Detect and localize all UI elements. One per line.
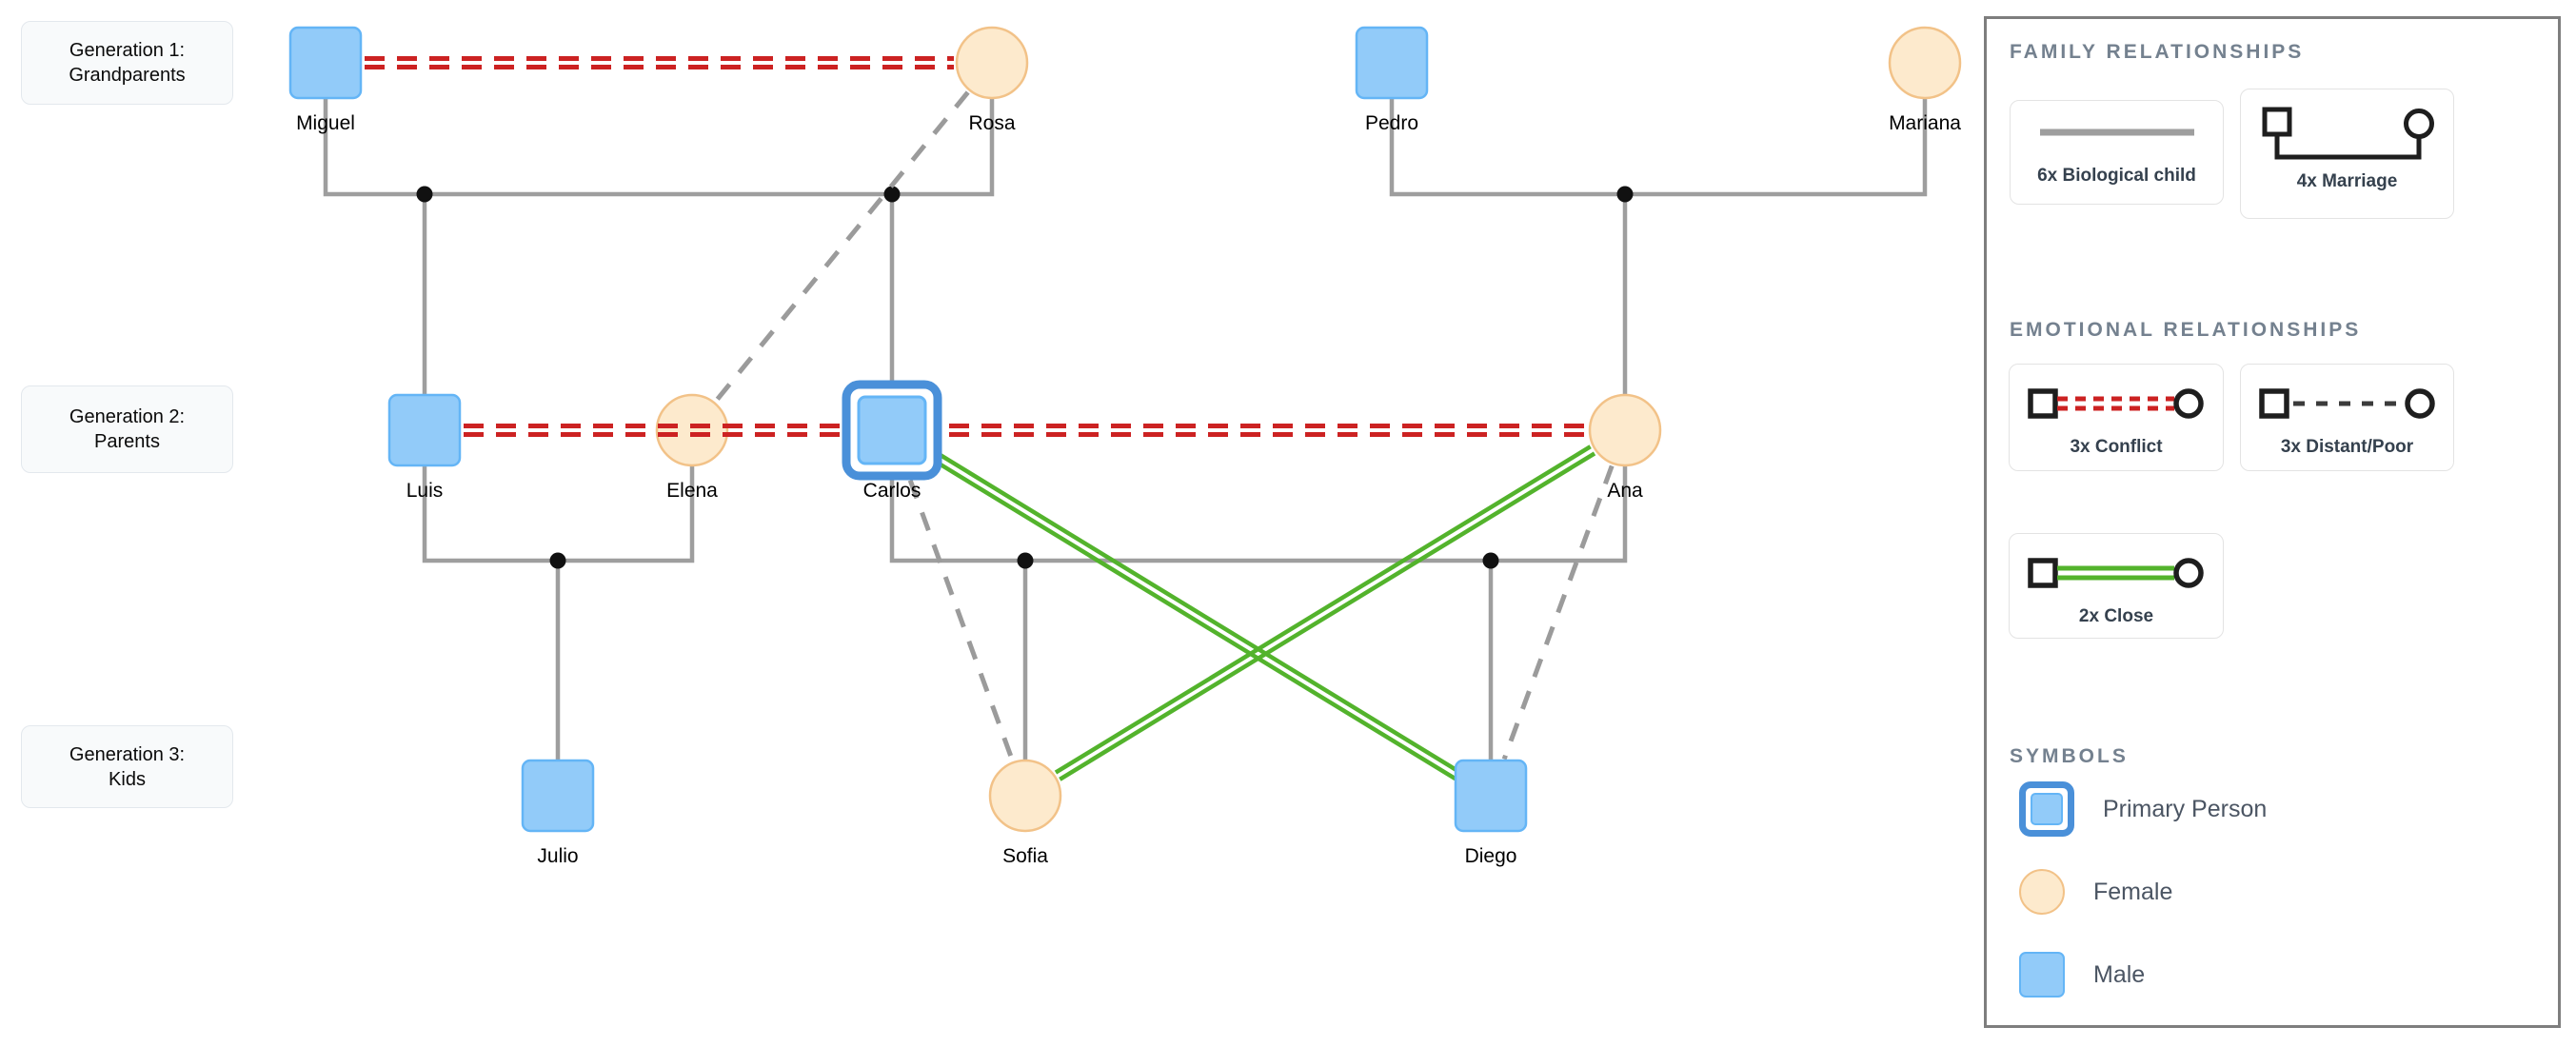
- junction-dot: [416, 186, 433, 203]
- female-circle-icon: [2019, 869, 2065, 915]
- primary-person-icon: [2019, 781, 2074, 837]
- close-relationship-line: [1054, 444, 1592, 775]
- legend-card-label: 3x Distant/Poor: [2280, 437, 2414, 457]
- person-name-label: Diego: [1465, 845, 1517, 867]
- person-name-label: Elena: [666, 480, 718, 502]
- legend-card-marriage: 4x Marriage: [2240, 89, 2454, 219]
- generation-label-line: Parents: [94, 431, 160, 452]
- close-relationship-line: [934, 459, 1456, 781]
- person-node-ana[interactable]: [1588, 393, 1662, 467]
- junction-dot: [1017, 552, 1034, 569]
- person-node-elena[interactable]: [655, 393, 729, 467]
- conflict-line-icon: [2028, 388, 2204, 419]
- biological-child-line-icon: [2039, 128, 2194, 136]
- person-name-label: Pedro: [1365, 112, 1418, 134]
- legend-symbol-female: Female: [2019, 869, 2172, 915]
- generation-3-label: Generation 3: Kids: [21, 725, 233, 808]
- person-node-julio[interactable]: [521, 759, 595, 833]
- generation-label-line: Generation 2:: [69, 406, 186, 427]
- person-name-label: Miguel: [296, 112, 355, 134]
- person-node-miguel[interactable]: [288, 26, 363, 100]
- person-name-label: Carlos: [863, 480, 921, 502]
- distant-relationship-line: [907, 479, 1015, 761]
- person-node-luis[interactable]: [387, 393, 462, 467]
- close-line-icon: [2028, 558, 2204, 588]
- generation-1-label: Generation 1: Grandparents: [21, 21, 233, 105]
- junction-dot: [883, 186, 901, 203]
- close-relationship-line: [938, 452, 1461, 774]
- person-node-mariana[interactable]: [1888, 26, 1962, 100]
- close-relationship-line: [1059, 451, 1596, 781]
- marriage-line: [422, 465, 695, 563]
- emotional-relationships-header: EMOTIONAL RELATIONSHIPS: [2010, 319, 2362, 341]
- junction-dot: [1482, 552, 1499, 569]
- distant-relationship-line: [714, 90, 970, 403]
- legend-card-label: 2x Close: [2078, 606, 2154, 626]
- legend-symbol-label: Primary Person: [2103, 795, 2268, 822]
- marriage-line: [1389, 98, 1928, 197]
- legend-card-conflict: 3x Conflict: [2009, 364, 2224, 471]
- person-node-pedro[interactable]: [1355, 26, 1429, 100]
- person-name-label: Luis: [406, 480, 444, 502]
- person-name-label: Sofia: [1002, 845, 1048, 867]
- legend-symbol-label: Female: [2093, 878, 2173, 905]
- legend-card-label: 6x Biological child: [2037, 166, 2196, 186]
- legend-symbol-label: Male: [2093, 960, 2146, 988]
- legend-card-close: 2x Close: [2009, 533, 2224, 639]
- person-name-label: Julio: [537, 845, 578, 867]
- male-square-icon: [2019, 952, 2065, 998]
- person-node-rosa[interactable]: [955, 26, 1029, 100]
- generation-label-line: Grandparents: [69, 65, 186, 86]
- generation-label-line: Generation 1:: [69, 40, 186, 61]
- person-name-label: Rosa: [968, 112, 1015, 134]
- junction-dot: [1616, 186, 1634, 203]
- family-relationships-header: FAMILY RELATIONSHIPS: [2010, 41, 2305, 63]
- legend-card-distant-poor: 3x Distant/Poor: [2240, 364, 2454, 471]
- junction-dot: [549, 552, 566, 569]
- marriage-line: [889, 465, 1628, 563]
- marriage-link-icon: [2262, 107, 2434, 160]
- generation-label-line: Generation 3:: [69, 743, 186, 765]
- generation-label-line: Kids: [109, 768, 146, 790]
- primary-person-inner-carlos[interactable]: [857, 395, 927, 465]
- person-node-diego[interactable]: [1454, 759, 1528, 833]
- legend-panel: FAMILY RELATIONSHIPS 6x Biological child…: [1984, 16, 2561, 1028]
- person-name-label: Ana: [1607, 480, 1643, 502]
- marriage-line: [323, 98, 995, 197]
- legend-symbol-primary-person: Primary Person: [2019, 781, 2267, 837]
- legend-card-label: 3x Conflict: [2070, 437, 2163, 457]
- person-name-label: Mariana: [1889, 112, 1961, 134]
- legend-card-label: 4x Marriage: [2296, 171, 2398, 191]
- generation-2-label: Generation 2: Parents: [21, 385, 233, 473]
- distant-relationship-line: [1501, 464, 1615, 761]
- distant-line-icon: [2258, 388, 2435, 419]
- primary-person-inner-square: [2031, 793, 2063, 825]
- symbols-header: SYMBOLS: [2010, 745, 2129, 767]
- legend-symbol-male: Male: [2019, 952, 2145, 998]
- legend-card-biological-child: 6x Biological child: [2010, 100, 2224, 205]
- person-node-sofia[interactable]: [988, 759, 1062, 833]
